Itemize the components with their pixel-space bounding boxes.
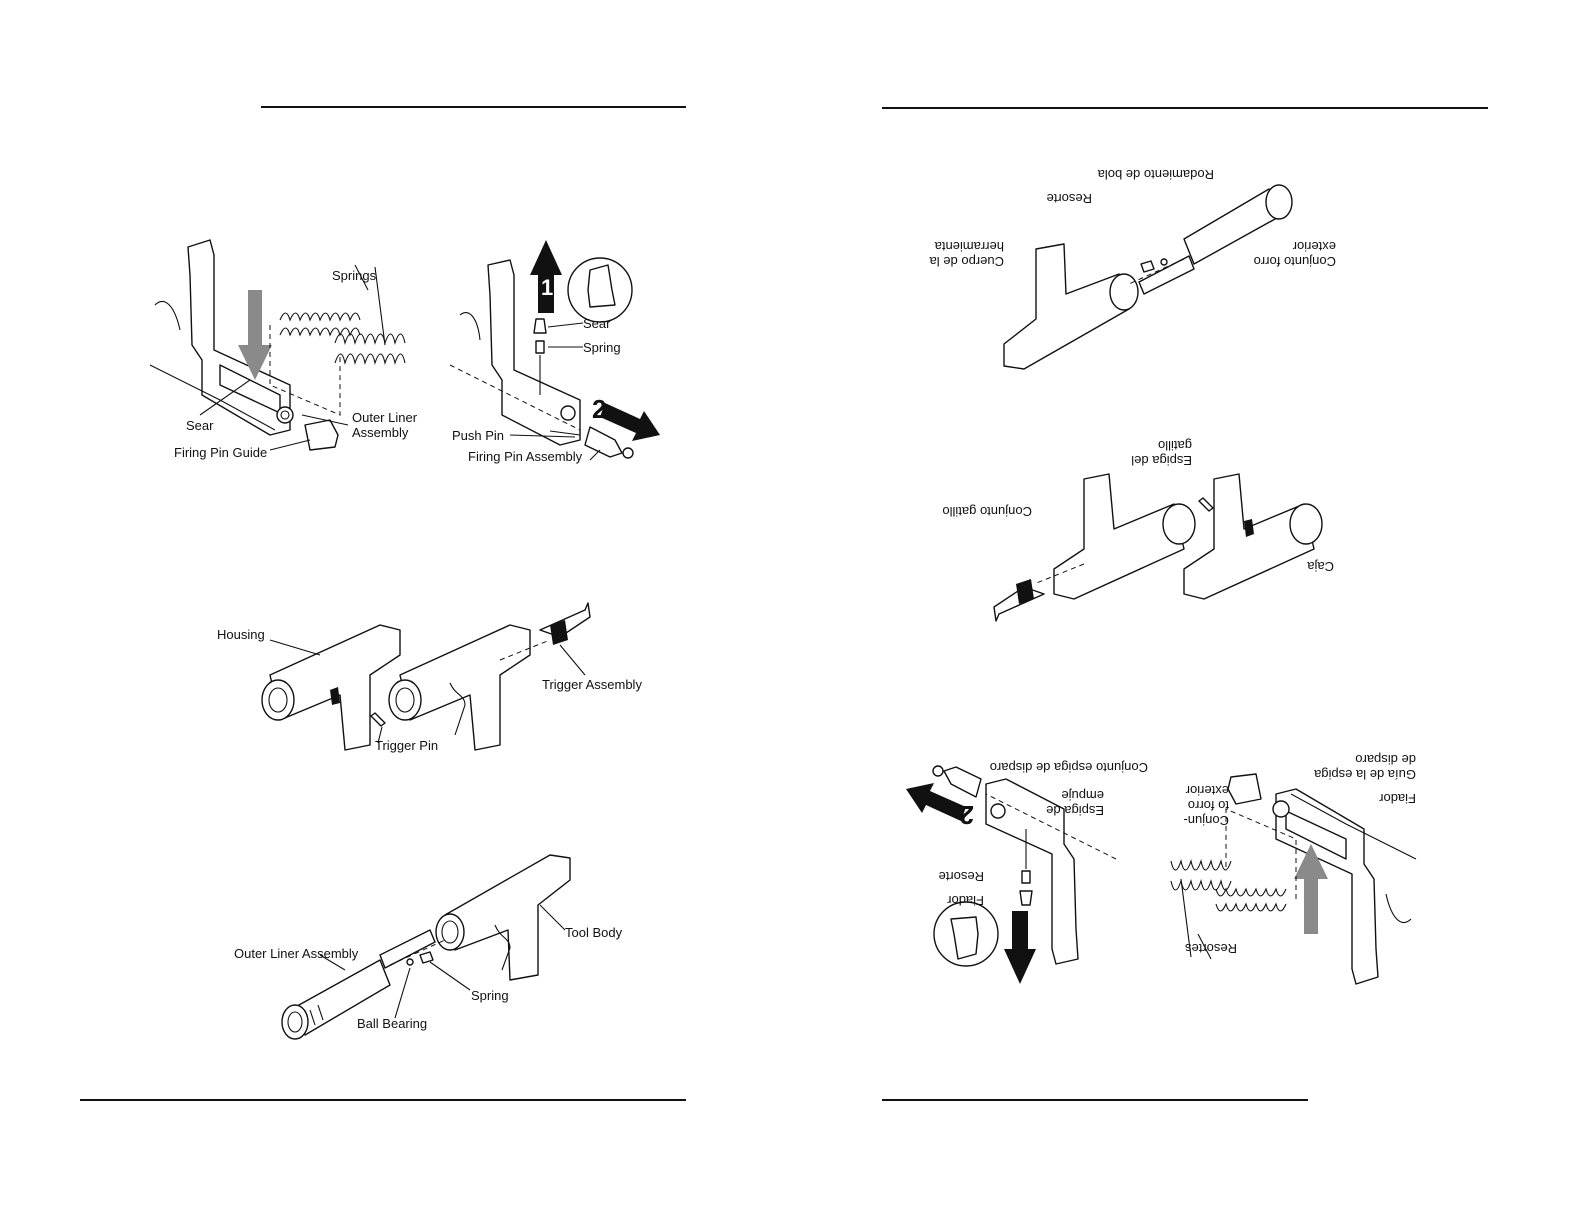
label-firing-pin-assembly: Firing Pin Assembly bbox=[468, 449, 583, 464]
label-espiga-empuje: Espiga de empuje bbox=[1046, 788, 1104, 818]
step-number-2: 2 bbox=[592, 394, 606, 424]
label-housing: Housing bbox=[217, 627, 265, 642]
label-trigger-pin: Trigger Pin bbox=[375, 738, 439, 753]
label-resorte-a: Resorte bbox=[1046, 191, 1092, 206]
label-espiga-gatillo: Espiga del gatillo bbox=[1131, 438, 1192, 468]
figure-resortes-fiador bbox=[1170, 773, 1417, 985]
figure-springs-sear bbox=[149, 239, 406, 451]
label-firing-pin-guide: Firing Pin Guide bbox=[174, 445, 268, 460]
label-ball-bearing: Ball Bearing bbox=[357, 1016, 428, 1031]
label-springs: Springs bbox=[332, 268, 377, 283]
label-push-pin: Push Pin bbox=[452, 428, 505, 443]
label-resorte-c: Resorte bbox=[938, 869, 984, 884]
svg-text:1: 1 bbox=[541, 275, 553, 300]
label-fiador-c: Fiador bbox=[947, 893, 984, 908]
label-rodamiento: Rodamiento de bola bbox=[1097, 167, 1214, 182]
label-outer-liner: Outer Liner Assembly bbox=[352, 410, 418, 440]
label-conjunto-gatillo: Conjunto gatillo bbox=[942, 504, 1032, 519]
label-sear-2: Sear bbox=[583, 316, 611, 331]
label-resortes: Resortes bbox=[1184, 941, 1237, 956]
label-conjunto-espiga: Conjunto espiga de disparo bbox=[989, 760, 1148, 775]
figure-caja-gatillo bbox=[993, 473, 1323, 622]
left-bottom-rule bbox=[80, 1099, 686, 1101]
label-caja: Caja bbox=[1307, 559, 1334, 574]
tool-drawing bbox=[388, 624, 531, 751]
label-spring-4: Spring bbox=[471, 988, 509, 1003]
right-bottom-rule bbox=[882, 1099, 1308, 1101]
housing-drawing bbox=[261, 624, 401, 751]
label-guia: Guía de la espiga de disparo bbox=[1314, 752, 1416, 782]
figure-cuerpo-forro bbox=[1003, 184, 1293, 370]
trigger-assembly-drawing bbox=[539, 602, 591, 645]
label-trigger-assembly: Trigger Assembly bbox=[542, 677, 642, 692]
label-fiador-d: Fiador bbox=[1379, 791, 1416, 806]
label-cuerpo: Cuerpo de la herramienta bbox=[929, 239, 1004, 269]
step-number-2-es: 2 bbox=[960, 800, 974, 830]
label-spring-2: Spring bbox=[583, 340, 621, 355]
right-top-rule bbox=[882, 107, 1488, 109]
label-outer-liner-assembly: Outer Liner Assembly bbox=[234, 946, 359, 961]
label-tool-body: Tool Body bbox=[565, 925, 623, 940]
left-top-rule bbox=[261, 106, 686, 108]
figure-fiador-espiga: 2 bbox=[906, 765, 1117, 984]
label-conjunto-forro-a: Conjunto forro exterior bbox=[1253, 239, 1336, 269]
label-conjunto-forro-d: Conjun- to forro exterior bbox=[1183, 783, 1229, 828]
springs-drawing bbox=[279, 312, 406, 366]
label-sear: Sear bbox=[186, 418, 214, 433]
figure-tool-body-liner bbox=[281, 854, 571, 1040]
figure-sear-firing-pin: 1 2 bbox=[449, 240, 660, 461]
figure-housing-trigger bbox=[261, 602, 591, 751]
